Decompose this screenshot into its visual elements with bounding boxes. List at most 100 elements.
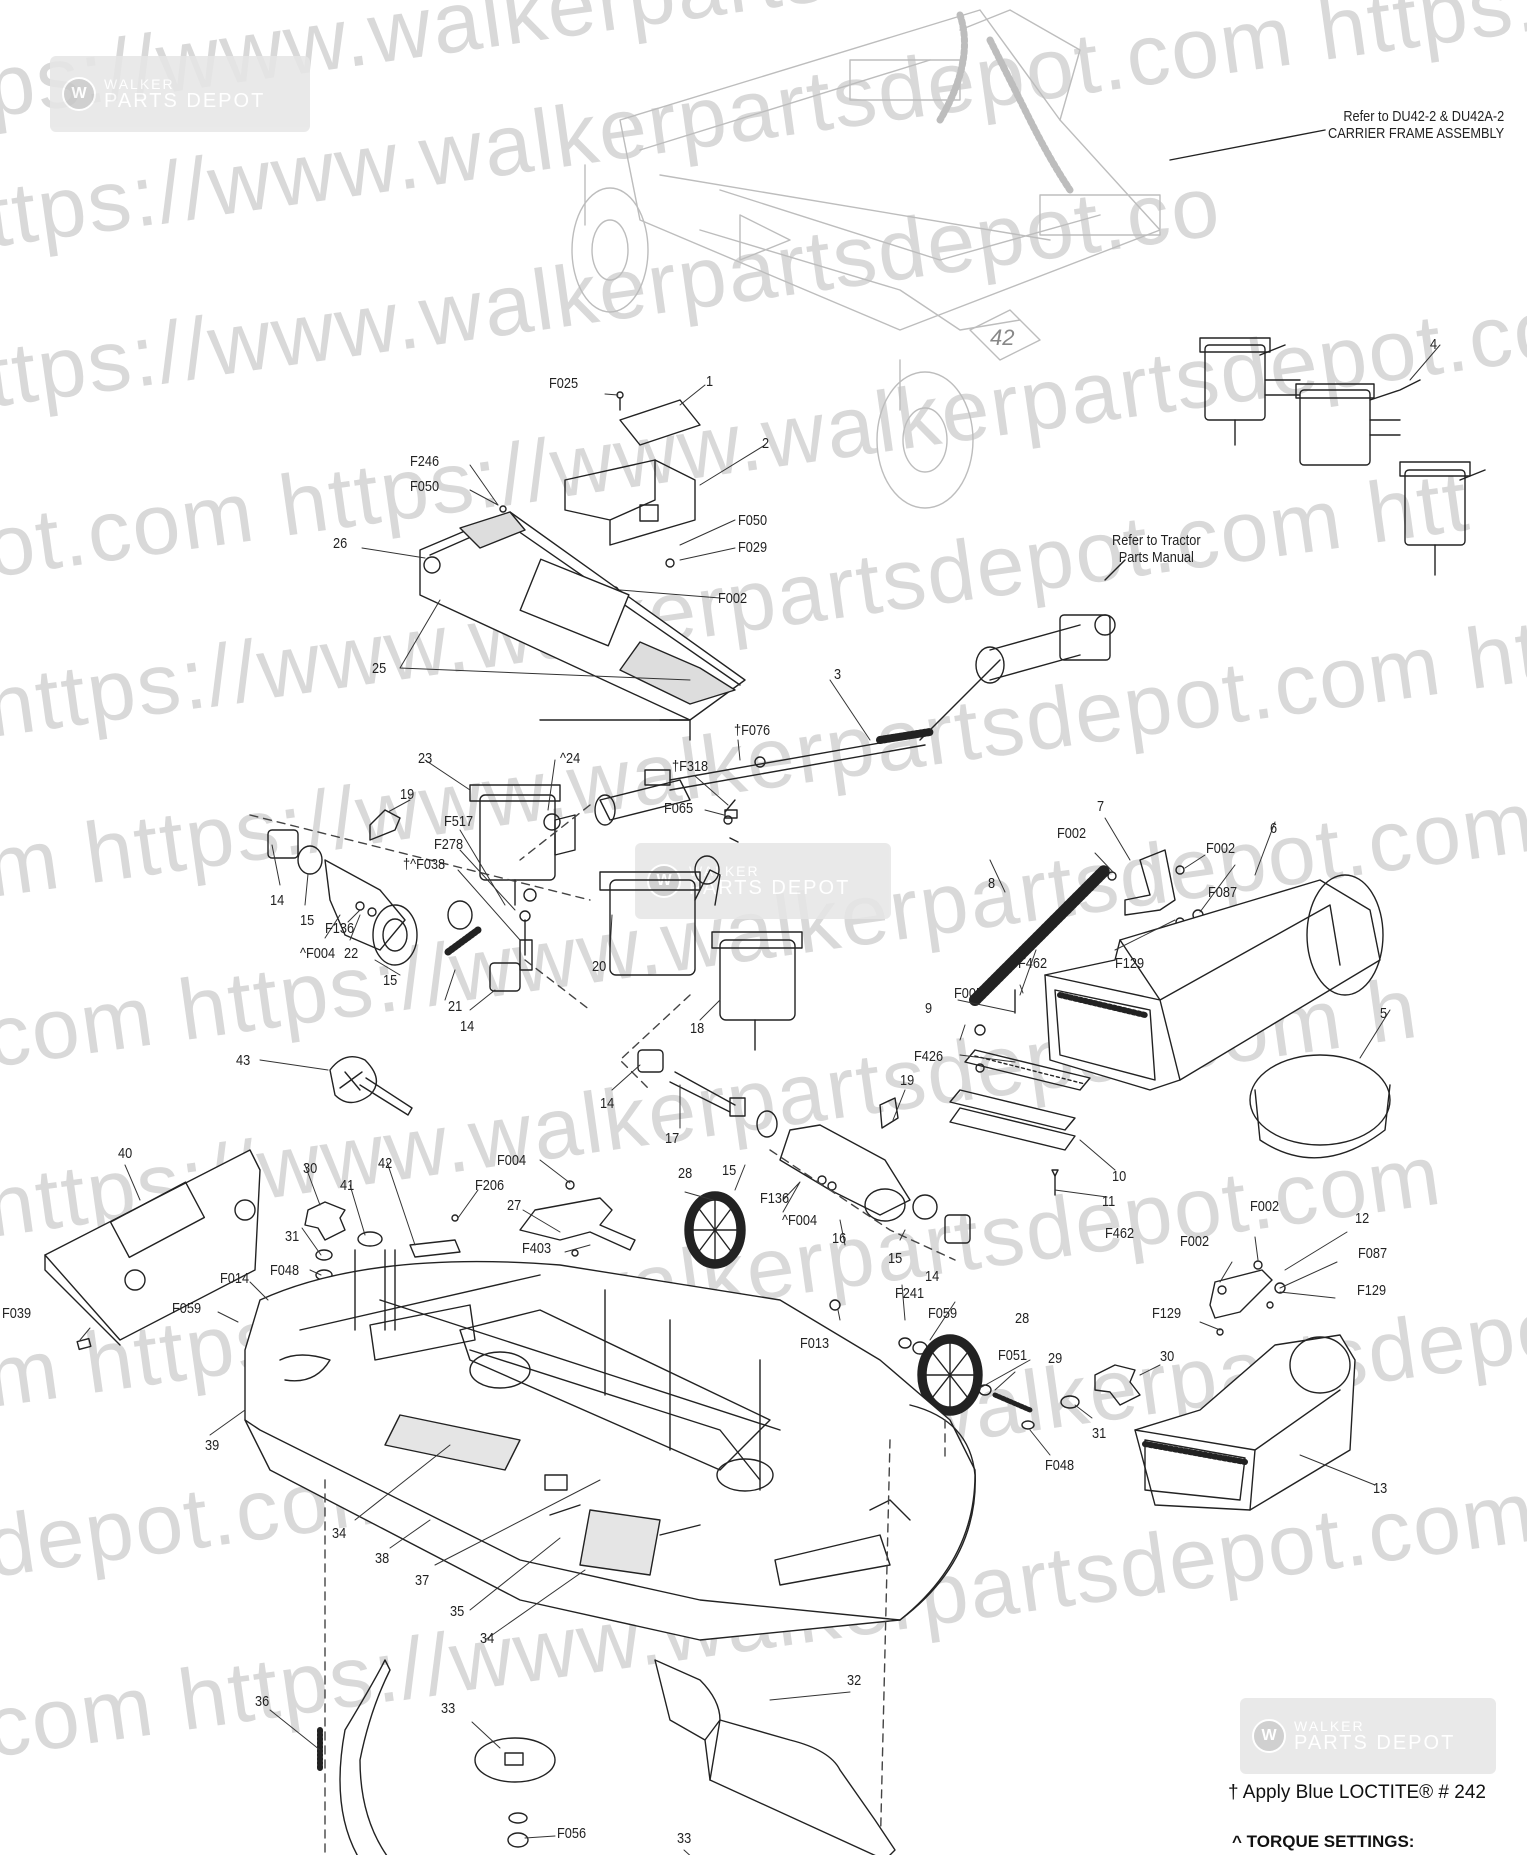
callout-label: 4 — [1430, 336, 1438, 353]
bracket-19b — [879, 1097, 899, 1129]
callout-label: F048 — [1045, 1457, 1075, 1474]
shaft-17 — [637, 1049, 778, 1138]
carrier-frame-note: Refer to DU42-2 & DU42A-2 CARRIER FRAME … — [1328, 108, 1504, 142]
callout-label: 15 — [300, 912, 315, 929]
spring-8 — [969, 864, 1111, 1006]
callout-label: F087 — [1358, 1245, 1388, 1262]
callout-label: 19 — [400, 786, 415, 803]
callout-label: F129 — [1115, 955, 1145, 972]
callout-label: F014 — [220, 1270, 250, 1287]
tractor-manual-note-line2: Parts Manual — [1118, 549, 1194, 566]
callout-label: 19 — [900, 1072, 915, 1089]
bracket-19a — [369, 809, 401, 841]
carrier-frame-note-line1: Refer to DU42-2 & DU42A-2 — [1343, 108, 1505, 125]
gearbox-18 — [711, 931, 803, 1051]
callout-label: 7 — [1097, 798, 1105, 815]
driveshaft-3 — [594, 559, 1126, 826]
callout-label: 1 — [706, 373, 714, 390]
callout-label: F246 — [410, 453, 440, 470]
callout-label: 31 — [285, 1228, 300, 1245]
part-2-bracket — [564, 459, 696, 546]
callout-label: F403 — [522, 1240, 552, 1257]
tractor-manual-note: Refer to Tractor Parts Manual — [1112, 532, 1201, 566]
callout-label: 27 — [507, 1197, 522, 1214]
callout-label: 17 — [665, 1130, 680, 1147]
callout-label: 42 — [378, 1155, 393, 1172]
callout-label: 38 — [375, 1550, 390, 1567]
callout-label: F002 — [1180, 1233, 1210, 1250]
callout-label: F462 — [1105, 1225, 1135, 1242]
callout-label: F059 — [172, 1300, 202, 1317]
callout-label: 11 — [1102, 1193, 1116, 1210]
callout-label: 33 — [677, 1830, 692, 1847]
callout-label: 20 — [592, 958, 607, 975]
callout-label: 26 — [333, 535, 348, 552]
callout-label: 25 — [372, 660, 387, 677]
callout-label: 10 — [1112, 1168, 1127, 1185]
callout-label: 16 — [832, 1230, 847, 1247]
callout-label: 39 — [205, 1437, 220, 1454]
callout-label: F025 — [549, 375, 579, 392]
callout-label: F002 — [1250, 1198, 1280, 1215]
callout-label: 43 — [236, 1052, 251, 1069]
callout-label: 3 — [834, 666, 842, 683]
callout-label: F029 — [738, 539, 768, 556]
callout-label: 14 — [270, 892, 285, 909]
callout-label: 14 — [460, 1018, 475, 1035]
callout-label: 21 — [448, 998, 463, 1015]
callout-label: 34 — [332, 1525, 347, 1542]
callout-label: F056 — [557, 1825, 587, 1842]
housing-assembly-left — [267, 829, 537, 992]
callout-label: F051 — [998, 1347, 1028, 1364]
baffle-32 — [654, 1659, 896, 1855]
callout-label: F462 — [1018, 955, 1048, 972]
callout-label: 28 — [1015, 1310, 1030, 1327]
loctite-note: † Apply Blue LOCTITE® # 242 — [1228, 1782, 1486, 1803]
knob-30b — [1094, 1364, 1141, 1406]
callout-label: F005 — [954, 985, 984, 1002]
callout-label: F136 — [325, 920, 355, 937]
callout-label: 30 — [303, 1160, 318, 1177]
callout-label: F087 — [1208, 884, 1238, 901]
gearbox-assembly-4 — [1199, 337, 1486, 576]
carrier-frame — [571, 9, 1161, 509]
part-26-deck-cover — [419, 511, 746, 741]
callout-label: 23 — [418, 750, 433, 767]
callout-label: †F076 — [734, 722, 771, 739]
torque-settings-heading: ^ TORQUE SETTINGS: — [1232, 1832, 1415, 1851]
callout-label: 32 — [847, 1672, 862, 1689]
callout-label: 40 — [118, 1145, 133, 1162]
callout-label: 31 — [1092, 1425, 1107, 1442]
hinge-plates — [949, 989, 1091, 1196]
callout-label: F206 — [475, 1177, 505, 1194]
callout-label: 12 — [1355, 1210, 1370, 1227]
bracket-12 — [1209, 1269, 1273, 1319]
carrier-frame-note-line2: CARRIER FRAME ASSEMBLY — [1328, 125, 1505, 142]
callout-label: F129 — [1152, 1305, 1182, 1322]
callout-label: F002 — [1057, 825, 1087, 842]
baffle-36 — [317, 1659, 391, 1855]
part-1-plate — [619, 399, 701, 446]
blade-33 — [474, 1737, 556, 1783]
callout-label: †^F038 — [403, 856, 446, 873]
callout-label: F002 — [718, 590, 748, 607]
callout-label: F129 — [1357, 1282, 1387, 1299]
callout-label: 9 — [925, 1000, 933, 1017]
callout-label: 29 — [1048, 1350, 1063, 1367]
callout-label: 15 — [888, 1250, 903, 1267]
callout-label: 8 — [988, 875, 996, 892]
callout-label: F004 — [497, 1152, 527, 1169]
callout-label: 41 — [340, 1177, 355, 1194]
callout-label: 30 — [1160, 1348, 1175, 1365]
callout-label: F050 — [738, 512, 768, 529]
callout-label: F039 — [2, 1305, 32, 1322]
callout-label: 37 — [415, 1572, 430, 1589]
callout-label: ^F004 — [782, 1212, 818, 1229]
pulley-28b — [917, 1334, 983, 1416]
callout-label: F136 — [760, 1190, 790, 1207]
deflector-40 — [44, 1149, 261, 1346]
callout-label: F013 — [800, 1335, 830, 1352]
knob-30a — [304, 1201, 346, 1241]
